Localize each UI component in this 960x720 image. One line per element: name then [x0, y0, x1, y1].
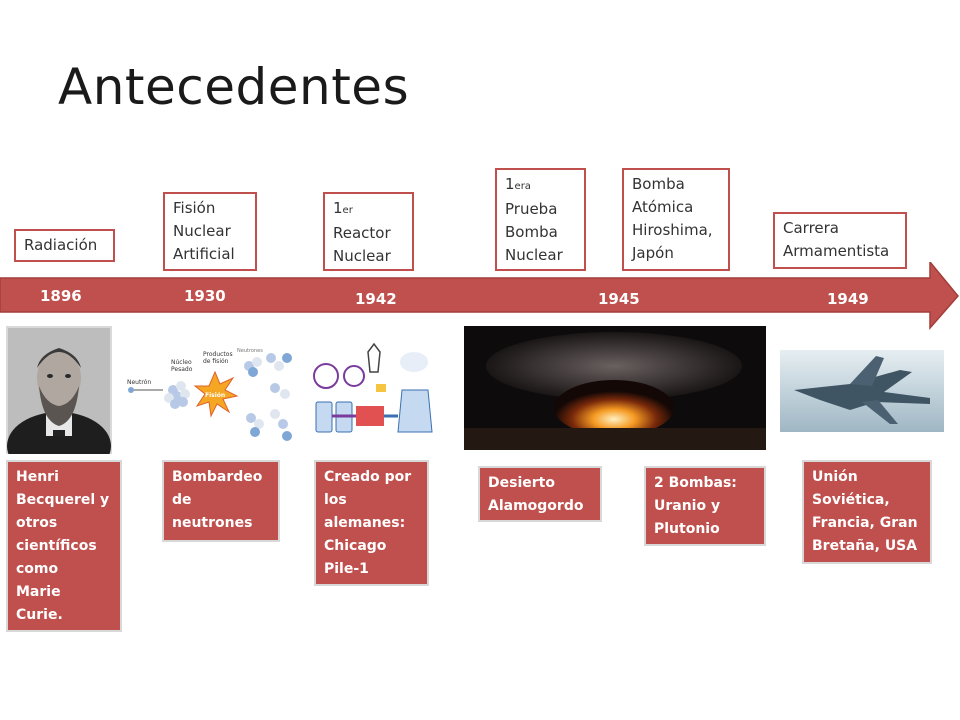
ordinal-suffix: era [514, 181, 531, 192]
card-bombas: 2 Bombas: Uranio y Plutonio [644, 466, 766, 546]
diagram-label-fission: Fisión [205, 392, 225, 399]
diagram-label-neutron: Neutrón [127, 379, 151, 386]
card-line: Alamogordo [488, 498, 584, 514]
card-line: científicos [16, 538, 97, 554]
label-carrera: Carrera Armamentista [773, 212, 907, 269]
label-line: Armamentista [783, 242, 890, 260]
year-1942: 1942 [355, 290, 397, 308]
portrait-photo [6, 326, 112, 454]
label-line: 1er [333, 197, 404, 222]
label-line: Nuclear [505, 246, 563, 264]
label-line: Japón [632, 244, 674, 262]
card-line: otros [16, 515, 58, 531]
label-line: Radiación [24, 236, 98, 254]
fission-burst [193, 370, 239, 418]
card-line: Creado por [324, 469, 412, 485]
ordinal-number: 1 [333, 199, 343, 217]
timeline-arrow [0, 262, 959, 330]
year-1896: 1896 [40, 287, 82, 305]
card-desierto: Desierto Alamogordo [478, 466, 602, 522]
label-line: Hiroshima, [632, 221, 713, 239]
card-line: neutrones [172, 515, 253, 531]
label-line: Nuclear [173, 222, 231, 240]
year-1949: 1949 [827, 290, 869, 308]
fission-products [244, 353, 292, 441]
card-line: de [172, 492, 192, 508]
label-bomba: Bomba Atómica Hiroshima, Japón [622, 168, 730, 271]
label-line: Bomba [505, 223, 558, 241]
card-line: Unión [812, 469, 858, 485]
fighter-jet-photo [780, 350, 944, 432]
card-line: alemanes: [324, 515, 406, 531]
card-line: los [324, 492, 347, 508]
year-1945: 1945 [598, 290, 640, 308]
card-line: Chicago [324, 538, 387, 554]
card-bombardeo: Bombardeo de neutrones [162, 460, 280, 542]
label-line: Nuclear [333, 247, 391, 265]
card-creado: Creado por los alemanes: Chicago Pile-1 [314, 460, 429, 586]
card-line: Desierto [488, 475, 555, 491]
year-1930: 1930 [184, 287, 226, 305]
label-reactor: 1er Reactor Nuclear [323, 192, 414, 271]
card-line: Henri [16, 469, 59, 485]
label-line: Prueba [505, 200, 558, 218]
slide-title: Antecedentes [58, 58, 410, 116]
card-line: Pile-1 [324, 561, 369, 577]
timeline-arrow-shape [0, 262, 959, 330]
card-line: Uranio y [654, 498, 721, 514]
label-line: Fisión [173, 199, 216, 217]
label-line: Artificial [173, 245, 235, 263]
card-line: Marie [16, 584, 61, 600]
card-line: Becquerel y [16, 492, 110, 508]
label-line: Carrera [783, 219, 839, 237]
card-union: Unión Soviética, Francia, Gran Bretaña, … [802, 460, 932, 564]
card-line: Plutonio [654, 521, 720, 537]
card-line: 2 Bombas: [654, 475, 737, 491]
label-line: Bomba [632, 175, 685, 193]
card-line: Francia, Gran [812, 515, 918, 531]
card-line: Soviética, [812, 492, 890, 508]
card-line: Bombardeo [172, 469, 263, 485]
label-line: 1era [505, 173, 576, 198]
mushroom-cloud-photo [464, 326, 766, 450]
reactor-diagram [306, 342, 440, 440]
label-prueba: 1era Prueba Bomba Nuclear [495, 168, 586, 271]
heavy-nucleus [164, 381, 190, 409]
label-line: Reactor [333, 224, 391, 242]
card-line: Curie. [16, 607, 63, 623]
ordinal-suffix: er [342, 205, 353, 216]
ordinal-number: 1 [505, 175, 515, 193]
label-line: Atómica [632, 198, 694, 216]
card-line: Bretaña, USA [812, 538, 918, 554]
label-radiacion: Radiación [14, 229, 115, 262]
card-henri: Henri Becquerel y otros científicos como… [6, 460, 122, 632]
card-line: como [16, 561, 59, 577]
diagram-label-neutrons: Neutrones [237, 348, 263, 354]
label-fision: Fisión Nuclear Artificial [163, 192, 257, 271]
